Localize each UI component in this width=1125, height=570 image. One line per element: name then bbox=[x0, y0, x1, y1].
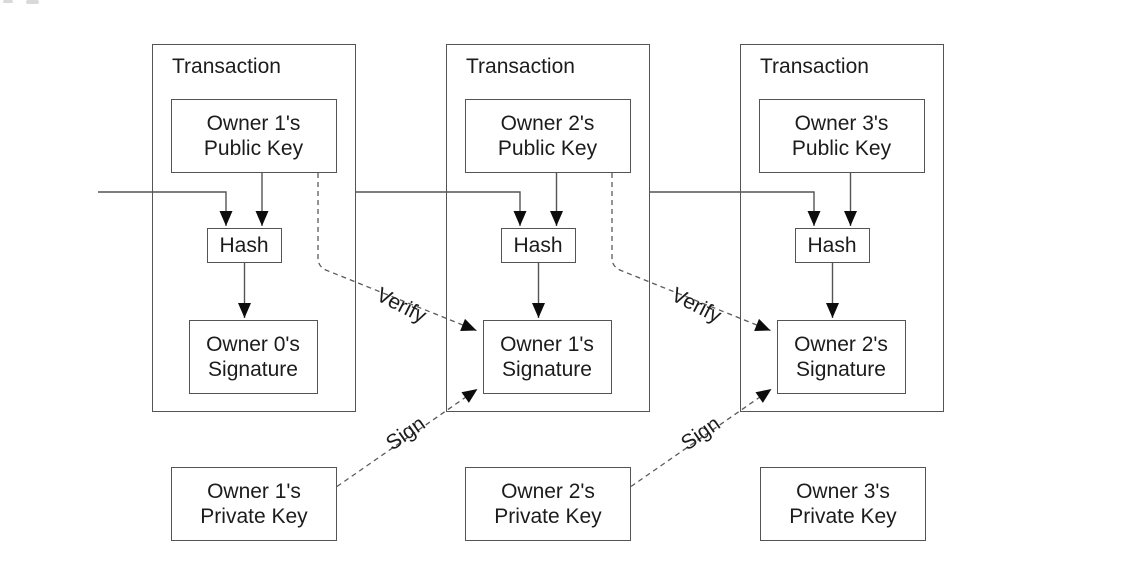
private-key-label: Owner 2's bbox=[501, 480, 595, 503]
private-key-box-2: Owner 2's Private Key bbox=[465, 467, 631, 541]
chain-line-into-tx1 bbox=[98, 191, 233, 226]
public-key-box-3: Owner 3's Public Key bbox=[758, 98, 925, 173]
signature-box-2: Owner 1's Signature bbox=[482, 319, 612, 394]
hash-box-1: Hash bbox=[206, 227, 282, 263]
crop-artifact bbox=[3, 0, 13, 3]
hash-box-2: Hash bbox=[500, 227, 576, 263]
public-key-box-2: Owner 2's Public Key bbox=[464, 98, 631, 173]
hash-label: Hash bbox=[219, 233, 269, 257]
transaction-title-1: Transaction bbox=[172, 55, 281, 78]
public-key-label: Owner 3's bbox=[794, 111, 889, 135]
transaction-box-2: Transaction Owner 2's Public Key Hash Ow… bbox=[446, 44, 650, 412]
signature-box-3: Owner 2's Signature bbox=[776, 319, 906, 394]
sign-arrow-1 bbox=[336, 388, 478, 488]
transaction-title-3: Transaction bbox=[760, 55, 869, 78]
chain-line-tx1-to-tx2 bbox=[356, 191, 527, 226]
verify-arrow-2 bbox=[611, 173, 771, 332]
hash-box-3: Hash bbox=[794, 227, 870, 263]
public-key-label: Public Key bbox=[203, 136, 304, 160]
transaction-box-3: Transaction Owner 3's Public Key Hash Ow… bbox=[740, 44, 944, 412]
private-key-label: Owner 3's bbox=[796, 480, 890, 503]
signature-label: Signature bbox=[796, 357, 886, 381]
crop-artifact bbox=[26, 0, 39, 4]
public-key-label: Public Key bbox=[791, 136, 892, 160]
private-key-label: Private Key bbox=[200, 505, 308, 528]
verify-arrow-1 bbox=[317, 173, 477, 332]
transaction-box-1: Transaction Owner 1's Public Key Hash Ow… bbox=[152, 44, 356, 412]
signature-label: Signature bbox=[502, 357, 592, 381]
signature-box-1: Owner 0's Signature bbox=[188, 319, 318, 394]
public-key-label: Owner 2's bbox=[500, 111, 595, 135]
signature-label: Signature bbox=[208, 357, 298, 381]
public-key-label: Owner 1's bbox=[206, 111, 301, 135]
hash-label: Hash bbox=[513, 233, 563, 257]
signature-label: Owner 0's bbox=[206, 332, 300, 356]
private-key-box-3: Owner 3's Private Key bbox=[760, 467, 926, 541]
private-key-box-1: Owner 1's Private Key bbox=[171, 467, 337, 541]
public-key-box-1: Owner 1's Public Key bbox=[170, 98, 337, 173]
public-key-label: Public Key bbox=[497, 136, 598, 160]
private-key-label: Private Key bbox=[789, 505, 897, 528]
transaction-title-2: Transaction bbox=[466, 55, 575, 78]
private-key-label: Private Key bbox=[494, 505, 602, 528]
signature-label: Owner 2's bbox=[794, 332, 888, 356]
private-key-label: Owner 1's bbox=[207, 480, 301, 503]
signature-label: Owner 1's bbox=[500, 332, 594, 356]
hash-label: Hash bbox=[807, 233, 857, 257]
chain-line-tx2-to-tx3 bbox=[649, 191, 821, 226]
sign-arrow-2 bbox=[630, 388, 772, 488]
